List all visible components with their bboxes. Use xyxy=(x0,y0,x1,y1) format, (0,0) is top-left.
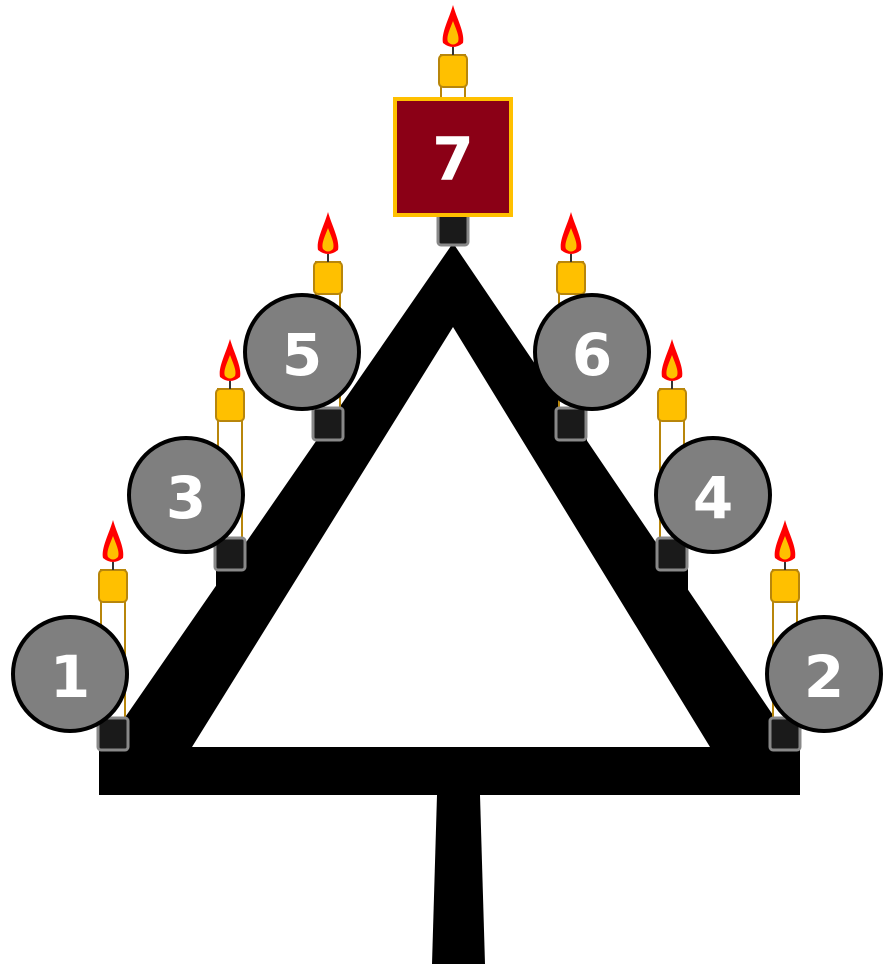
position-markers: 1 2 3 4 5 6 7 xyxy=(13,99,881,731)
marker-1: 1 xyxy=(13,617,127,731)
marker-label-4: 4 xyxy=(693,464,733,532)
marker-7: 7 xyxy=(395,99,511,215)
marker-2: 2 xyxy=(767,617,881,731)
marker-label-7: 7 xyxy=(432,125,474,195)
candle-top xyxy=(216,389,244,421)
marker-label-2: 2 xyxy=(804,643,844,711)
marker-label-3: 3 xyxy=(166,464,206,532)
candle-holder xyxy=(438,213,468,245)
marker-4: 4 xyxy=(656,438,770,552)
candle-top xyxy=(439,55,467,87)
candle-holder xyxy=(313,408,343,440)
marker-5: 5 xyxy=(245,295,359,409)
candle-top xyxy=(557,262,585,294)
candle-top xyxy=(658,389,686,421)
candle-holder xyxy=(556,408,586,440)
candle-arch-frame xyxy=(99,243,800,964)
marker-label-1: 1 xyxy=(50,643,90,711)
marker-6: 6 xyxy=(535,295,649,409)
marker-label-6: 6 xyxy=(572,321,612,389)
candle-top xyxy=(99,570,127,602)
stand-post xyxy=(432,795,485,964)
marker-label-5: 5 xyxy=(282,321,322,389)
candle-top xyxy=(771,570,799,602)
candle-top xyxy=(314,262,342,294)
marker-3: 3 xyxy=(129,438,243,552)
